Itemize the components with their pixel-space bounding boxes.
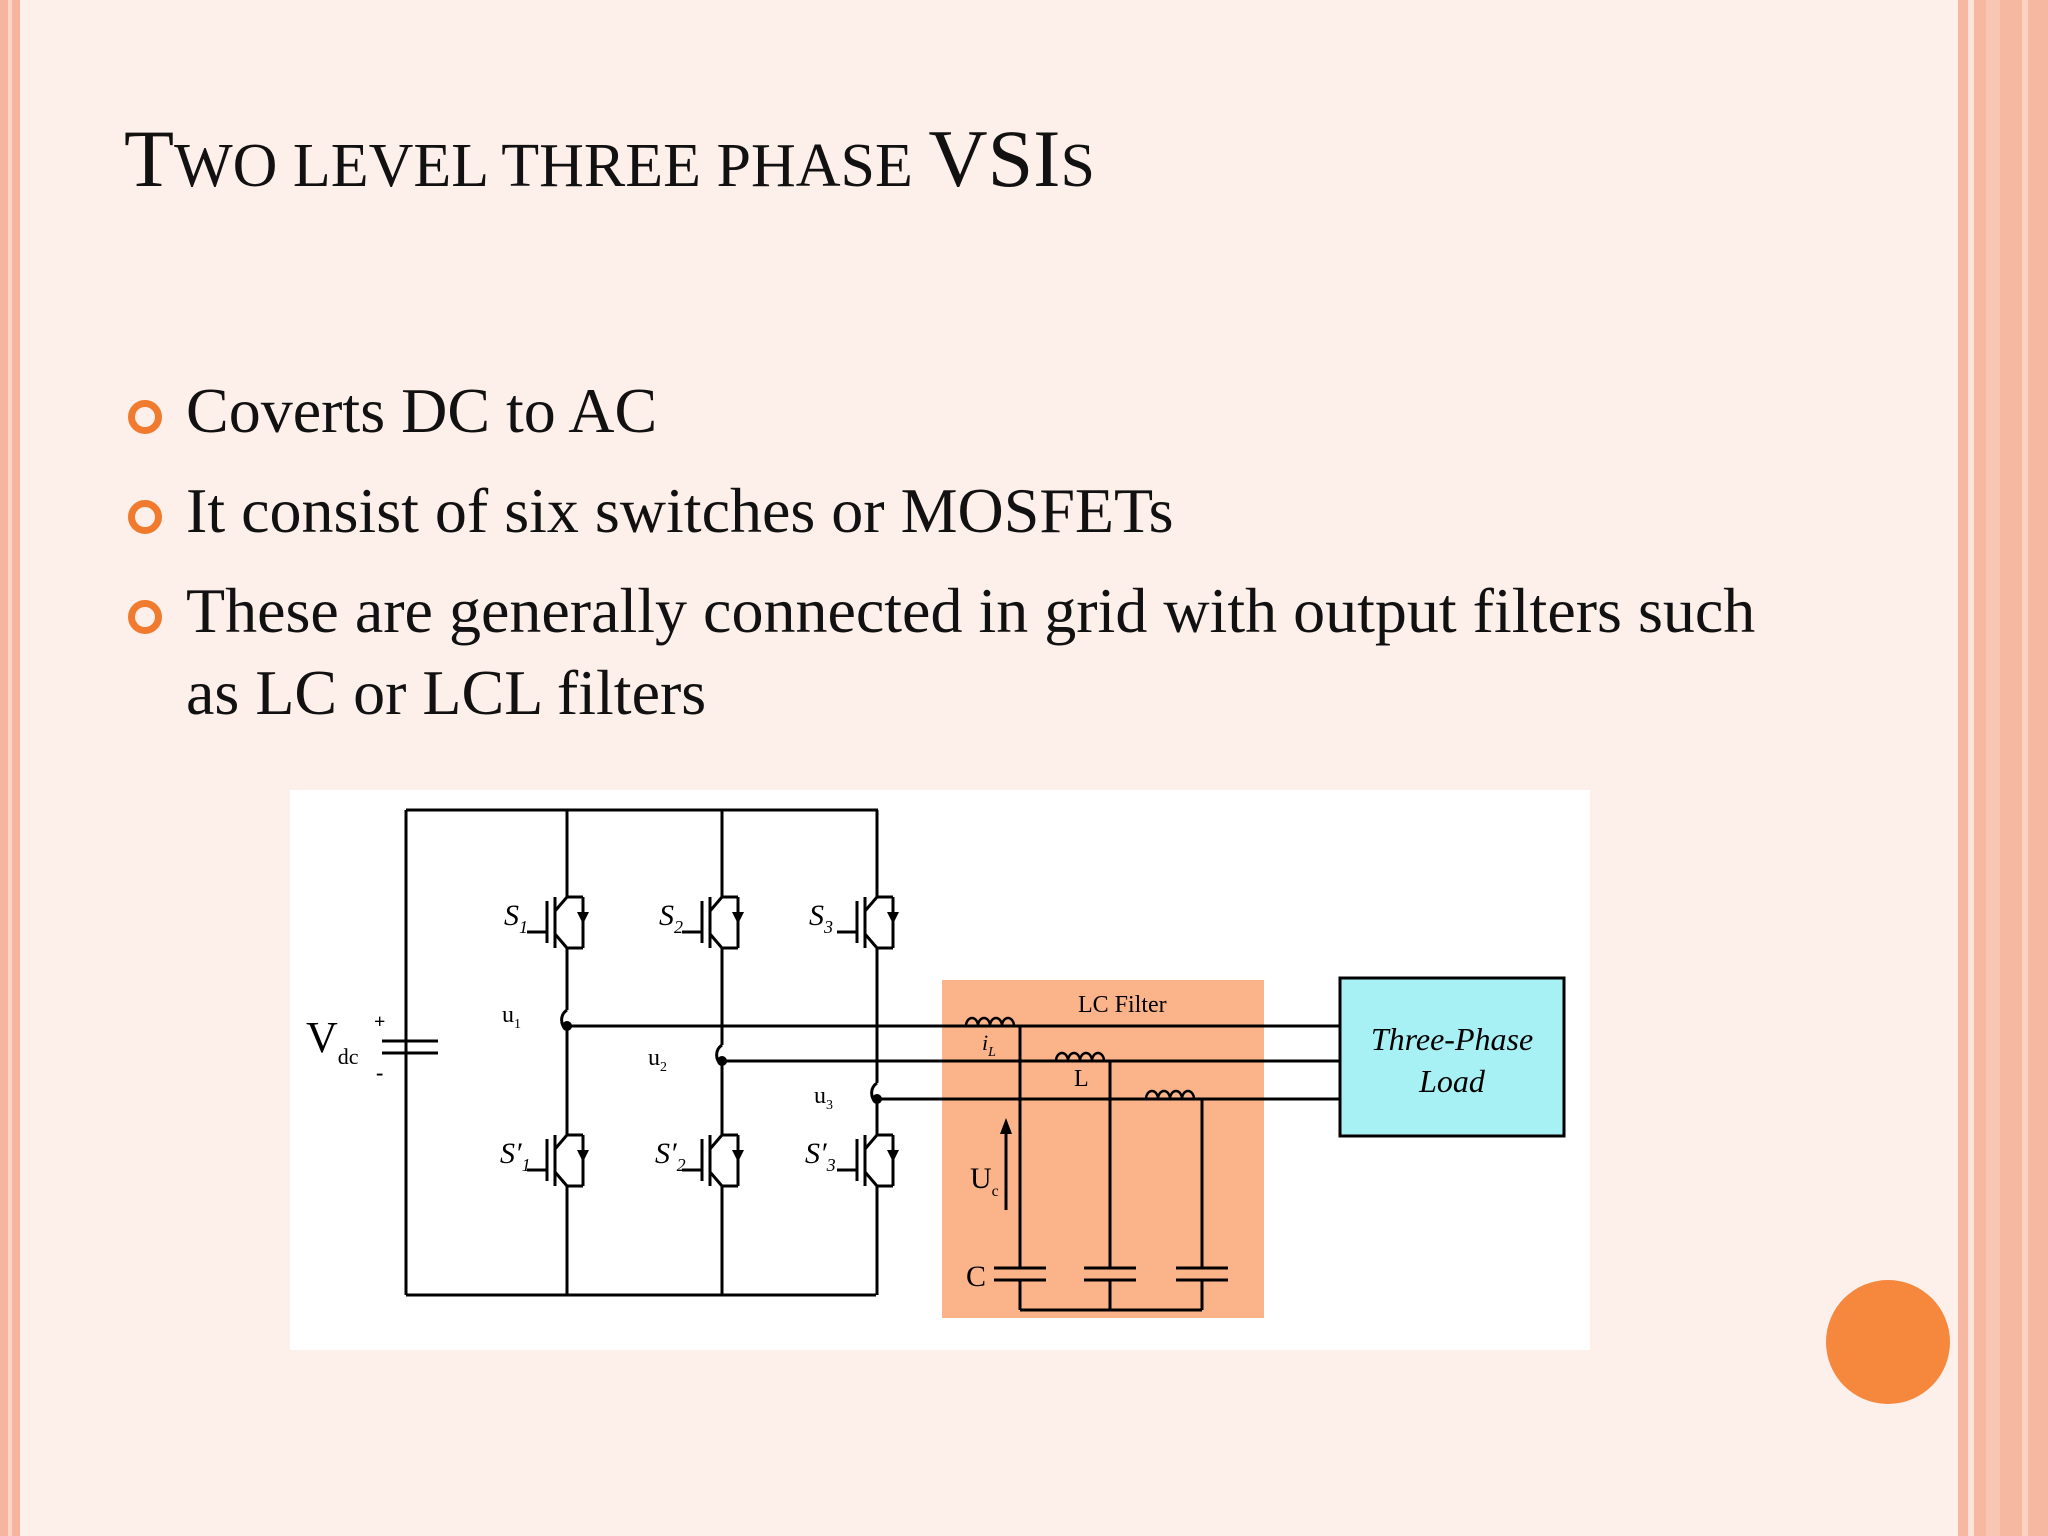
- load-box: [1338, 976, 1566, 1138]
- bullet-item: Coverts DC to AC: [128, 370, 1768, 452]
- node-label-u3: u3: [814, 1083, 833, 1113]
- bullet-text: Coverts DC to AC: [186, 375, 658, 446]
- right-band-line: [1968, 0, 1974, 1536]
- title-vsi: VSI: [928, 113, 1061, 204]
- switch-symbols: [527, 895, 895, 1188]
- right-band-line: [1986, 0, 2000, 1536]
- load-label-line1: Three-Phase: [1371, 1021, 1533, 1057]
- capacitor-label: C: [966, 1260, 986, 1293]
- bullet-ring-icon: [128, 500, 162, 534]
- switch-label-s3-prime: S′3: [805, 1137, 836, 1175]
- title-smallcaps: WO LEVEL THREE PHASE: [174, 132, 929, 200]
- switch-label-s1: S1: [504, 899, 528, 937]
- bullet-text: It consist of six switches or MOSFETs: [186, 475, 1174, 546]
- node-label-u2: u2: [648, 1045, 667, 1075]
- switch-label-s3: S3: [809, 899, 833, 937]
- switch-label-s1-prime: S′1: [500, 1137, 531, 1175]
- bullet-item: These are generally connected in grid wi…: [128, 570, 1768, 734]
- node-dot: [872, 1094, 882, 1104]
- diode-symbols: [577, 912, 899, 1162]
- left-border-stripe: [0, 0, 20, 1536]
- capacitor-voltage-label: Uc: [970, 1162, 999, 1200]
- circuit-diagram: Vdc + - S1 S2 S3 S′1 S′2 S′3 u1 u2 u3 LC…: [306, 808, 1566, 1318]
- voltage-arrow-head: [1000, 1118, 1012, 1134]
- title-plural: S: [1060, 132, 1095, 200]
- node-dot: [717, 1056, 727, 1066]
- bullet-ring-icon: [128, 600, 162, 634]
- decorative-orange-circle: [1826, 1280, 1950, 1404]
- plus-sign: +: [374, 1011, 385, 1033]
- right-band-line: [2022, 0, 2028, 1536]
- switch-label-s2-prime: S′2: [655, 1137, 686, 1175]
- inductor-coils: [964, 1016, 1196, 1100]
- vdc-label: Vdc: [306, 1013, 359, 1069]
- bullet-list: Coverts DC to AC It consist of six switc…: [128, 370, 1768, 752]
- node-dot: [562, 1021, 572, 1031]
- right-border-band: [1958, 0, 2048, 1536]
- lc-filter-title: LC Filter: [1078, 992, 1167, 1018]
- minus-sign: -: [376, 1060, 383, 1085]
- node-label-u1: u1: [502, 1002, 521, 1032]
- inverter-circuit-figure: Vdc + - S1 S2 S3 S′1 S′2 S′3 u1 u2 u3 LC…: [290, 790, 1590, 1350]
- bullet-item: It consist of six switches or MOSFETs: [128, 470, 1768, 552]
- switch-label-s2: S2: [659, 899, 683, 937]
- load-label-line2: Load: [1418, 1063, 1486, 1099]
- slide-title: TWO LEVEL THREE PHASE VSIS: [124, 112, 1095, 206]
- title-initial: T: [124, 113, 175, 204]
- inductor-label: L: [1074, 1066, 1089, 1092]
- lc-filter-box: [942, 980, 1264, 1318]
- bullet-ring-icon: [128, 400, 162, 434]
- bullet-text: These are generally connected in grid wi…: [186, 575, 1756, 728]
- inductor-current-label: iL: [982, 1030, 996, 1060]
